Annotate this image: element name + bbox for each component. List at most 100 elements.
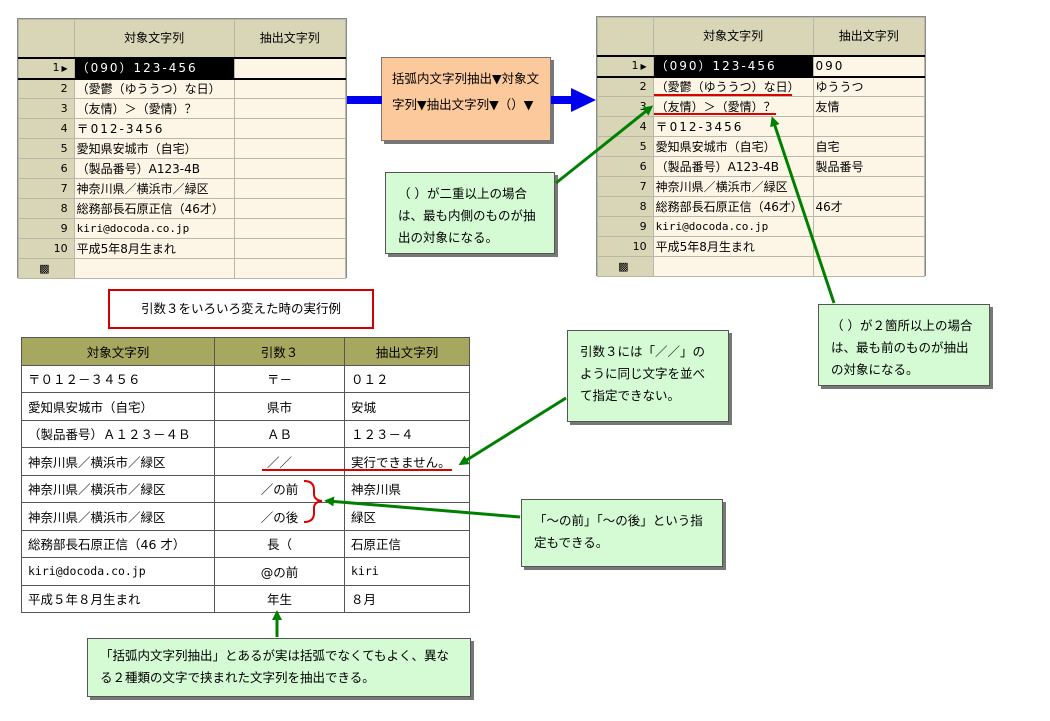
extract-cell[interactable] bbox=[233, 178, 347, 199]
select-all-icon[interactable]: ▩ bbox=[18, 258, 75, 279]
row-number[interactable]: 4 bbox=[597, 116, 654, 137]
grid-row[interactable]: 2（愛鬱（ゆううつ）な日） bbox=[18, 78, 347, 99]
examples-title: 引数３をいろいろ変えた時の実行例 bbox=[108, 289, 374, 329]
table-row: 〒０１２－３４５６〒－０１２ bbox=[21, 364, 470, 393]
column-header-target[interactable]: 対象文字列 bbox=[73, 19, 235, 58]
extract-cell[interactable] bbox=[812, 236, 926, 257]
extract-cell[interactable] bbox=[233, 218, 347, 239]
grid-row[interactable]: 6（製品番号）A123-4B bbox=[18, 158, 347, 179]
target-cell[interactable]: 〒012-3456 bbox=[73, 118, 235, 139]
target-cell: 〒０１２－３４５６ bbox=[21, 364, 215, 393]
grid-row[interactable]: 1▶（090）123-456 bbox=[18, 56, 347, 80]
target-cell[interactable]: 〒012-3456 bbox=[652, 116, 814, 137]
row-number-active[interactable]: 1▶ bbox=[597, 54, 654, 78]
extract-cell[interactable]: ゆううつ bbox=[812, 76, 926, 97]
target-cell[interactable]: （090）123-456 bbox=[652, 54, 814, 78]
row-number[interactable]: 7 bbox=[18, 178, 75, 199]
extract-cell[interactable]: 46才 bbox=[812, 196, 926, 217]
target-cell[interactable]: 神奈川県／横浜市／緑区 bbox=[652, 176, 814, 197]
formula-text: 括弧内文字列抽出▼対象文字列▼抽出文字列▼（）▼ bbox=[392, 71, 540, 112]
cursor-icon: ▶ bbox=[61, 63, 68, 73]
row-number[interactable]: 6 bbox=[597, 156, 654, 177]
row-number[interactable]: 9 bbox=[18, 218, 75, 239]
arg3-cell: 年生 bbox=[214, 584, 345, 613]
target-cell[interactable]: 総務部長石原正信（46才） bbox=[73, 198, 235, 219]
target-cell[interactable]: （製品番号）A123-4B bbox=[652, 156, 814, 177]
grid-row[interactable]: 3（友情）＞（愛情）？ bbox=[18, 98, 347, 119]
row-number[interactable]: 5 bbox=[18, 138, 75, 159]
row-number[interactable]: 3 bbox=[18, 98, 75, 119]
row-number[interactable]: 4 bbox=[18, 118, 75, 139]
row-number[interactable]: 7 bbox=[597, 176, 654, 197]
grid-row[interactable]: 2（愛鬱（ゆううつ）な日）ゆううつ bbox=[597, 76, 926, 97]
row-number[interactable]: 8 bbox=[18, 198, 75, 219]
row-number[interactable]: 2 bbox=[597, 76, 654, 97]
row-number[interactable]: 2 bbox=[18, 78, 75, 99]
target-cell[interactable]: 愛知県安城市（自宅） bbox=[652, 136, 814, 157]
target-cell[interactable]: （愛鬱（ゆううつ）な日） bbox=[652, 76, 814, 97]
extract-cell[interactable] bbox=[233, 56, 347, 80]
target-cell[interactable]: kiri@docoda.co.jp bbox=[73, 218, 235, 239]
extract-cell[interactable]: 自宅 bbox=[812, 136, 926, 157]
select-all-icon[interactable]: ▩ bbox=[597, 256, 654, 277]
extract-cell[interactable] bbox=[233, 78, 347, 99]
extract-cell[interactable]: 090 bbox=[812, 54, 926, 78]
grid-row[interactable]: 4〒012-3456 bbox=[18, 118, 347, 139]
target-cell[interactable]: 総務部長石原正信（46才） bbox=[652, 196, 814, 217]
target-cell[interactable]: （090）123-456 bbox=[73, 56, 235, 80]
extract-cell[interactable] bbox=[233, 198, 347, 219]
extract-cell[interactable] bbox=[812, 116, 926, 137]
extract-cell[interactable] bbox=[812, 176, 926, 197]
row-number[interactable]: 5 bbox=[597, 136, 654, 157]
row-number-active[interactable]: 1▶ bbox=[18, 56, 75, 80]
row-number[interactable]: 6 bbox=[18, 158, 75, 179]
target-cell[interactable]: （友情）＞（愛情）？ bbox=[73, 98, 235, 119]
column-header-extract[interactable]: 抽出文字列 bbox=[233, 19, 347, 58]
extract-cell[interactable] bbox=[233, 138, 347, 159]
extract-cell[interactable]: 友情 bbox=[812, 96, 926, 117]
row-number[interactable]: 9 bbox=[597, 216, 654, 237]
column-header-target[interactable]: 対象文字列 bbox=[652, 17, 814, 56]
row-number[interactable]: 8 bbox=[597, 196, 654, 217]
table-row: 神奈川県／横浜市／緑区／／実行できません。 bbox=[21, 447, 470, 476]
extract-cell[interactable] bbox=[233, 118, 347, 139]
target-cell: （製品番号）Ａ１２３－４Ｂ bbox=[21, 419, 215, 448]
column-header-extract[interactable]: 抽出文字列 bbox=[812, 17, 926, 56]
row-number[interactable]: 3 bbox=[597, 96, 654, 117]
arg3-cell: 長（ bbox=[214, 529, 345, 558]
row-number[interactable]: 10 bbox=[597, 236, 654, 257]
target-cell[interactable]: kiri@docoda.co.jp bbox=[652, 216, 814, 237]
target-cell[interactable]: 平成5年8月生まれ bbox=[73, 238, 235, 259]
extract-cell[interactable] bbox=[233, 238, 347, 259]
target-cell[interactable]: （愛鬱（ゆううつ）な日） bbox=[73, 78, 235, 99]
target-cell[interactable]: 神奈川県／横浜市／緑区 bbox=[73, 178, 235, 199]
extract-cell[interactable] bbox=[812, 216, 926, 237]
row-number[interactable]: 10 bbox=[18, 238, 75, 259]
target-cell[interactable]: 平成5年8月生まれ bbox=[652, 236, 814, 257]
target-cell: 愛知県安城市（自宅） bbox=[21, 392, 215, 421]
target-cell[interactable]: 愛知県安城市（自宅） bbox=[73, 138, 235, 159]
target-cell[interactable]: （製品番号）A123-4B bbox=[73, 158, 235, 179]
extract-cell[interactable]: 製品番号 bbox=[812, 156, 926, 177]
extract-cell: 緑区 bbox=[344, 502, 470, 531]
extract-cell[interactable] bbox=[233, 98, 347, 119]
extract-cell: 神奈川県 bbox=[344, 474, 470, 503]
extract-cell[interactable] bbox=[233, 158, 347, 179]
green-arrow-same-char bbox=[458, 396, 567, 466]
grid-row[interactable]: 3（友情）＞（愛情）？友情 bbox=[597, 96, 926, 117]
grid-row[interactable]: 4〒012-3456 bbox=[597, 116, 926, 137]
target-cell[interactable]: （友情）＞（愛情）？ bbox=[652, 96, 814, 117]
